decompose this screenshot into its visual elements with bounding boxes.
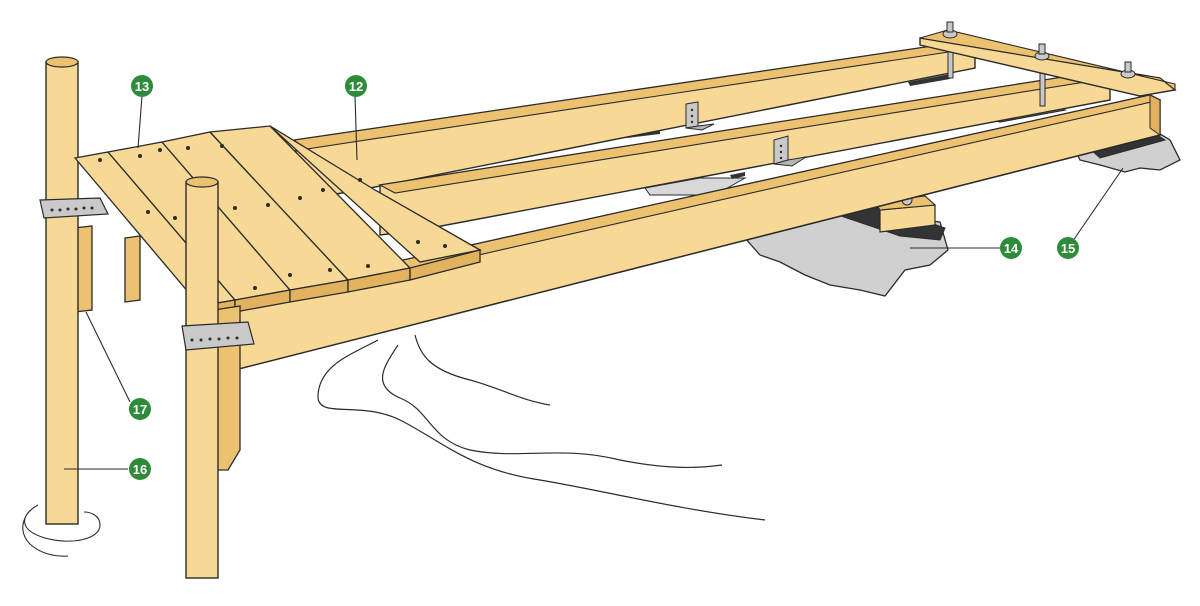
svg-text:13: 13 xyxy=(135,79,149,94)
deck-nail-holes xyxy=(98,144,447,290)
water-lines xyxy=(317,334,766,521)
post-left xyxy=(39,56,109,525)
rock-support-middle xyxy=(743,187,949,297)
svg-text:12: 12 xyxy=(349,79,363,94)
post-right xyxy=(181,176,255,579)
callout-17: 17 xyxy=(129,398,151,420)
callout-15: 15 xyxy=(1057,237,1079,259)
svg-text:16: 16 xyxy=(133,462,147,477)
callout-12: 12 xyxy=(345,75,367,97)
post-left-ripples xyxy=(22,504,101,557)
callout-16: 16 xyxy=(129,458,151,480)
nuts xyxy=(942,21,1136,79)
svg-text:15: 15 xyxy=(1061,241,1075,256)
angle-bracket-2 xyxy=(773,135,807,167)
stringer-middle xyxy=(378,71,1113,236)
deck-boards xyxy=(73,125,482,319)
leader-lines xyxy=(64,95,1124,470)
cross-member xyxy=(919,21,1177,97)
post-brace xyxy=(73,225,141,313)
svg-text:14: 14 xyxy=(1004,241,1019,256)
svg-text:17: 17 xyxy=(133,402,147,417)
angle-bracket-1 xyxy=(685,101,715,131)
callout-14: 14 xyxy=(1000,237,1022,259)
callout-13: 13 xyxy=(131,75,153,97)
